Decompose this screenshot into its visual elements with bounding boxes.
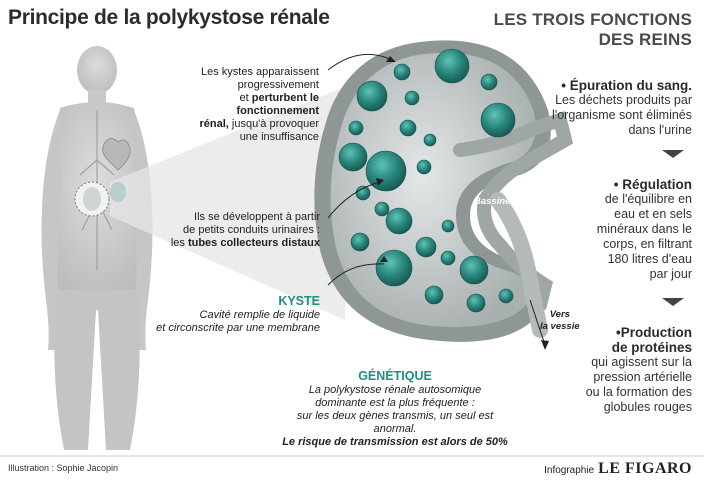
tubes-line-3-bold: tubes collecteurs distaux (187, 237, 320, 249)
function-regulation-line-2: eau et en sels (614, 207, 692, 221)
zoom-cone (110, 85, 350, 320)
cysts-annotation: Les kystes apparaissent progressivement … (175, 66, 319, 144)
function-epuration-line-2: l'organisme sont éliminés (552, 108, 692, 122)
function-production-line-3: ou la formation des (585, 385, 692, 399)
cysts-line-3: et perturbent le fonctionnement (175, 92, 320, 118)
cysts-line-3-plain: et (239, 92, 252, 104)
illustration-credit: Illustration : Sophie Jacopin (8, 463, 119, 473)
function-epuration: • Épuration du sang. Les déchets produit… (522, 78, 692, 138)
cysts-line-4-bold: rénal, (199, 118, 229, 130)
function-regulation-title: • Régulation (613, 177, 692, 192)
genetique-risk: Le risque de transmission est alors de 5… (282, 436, 508, 448)
function-production-line-4: globules rouges (603, 400, 692, 414)
cysts-line-2: progressivement (237, 79, 319, 91)
function-regulation-line-6: par jour (649, 267, 692, 281)
tubes-line-2: de petits conduits urinaires : (183, 224, 320, 236)
kyste-annotation: KYSTE Cavité remplie de liquide et circo… (140, 294, 320, 335)
kyste-line-1: Cavité remplie de liquide (199, 309, 320, 321)
arrow-down-icon (662, 150, 684, 158)
tubes-line-3-plain: les (170, 237, 188, 249)
function-production: •Production de protéines qui agissent su… (542, 325, 692, 415)
function-regulation-line-1: de l'équilibre en (604, 192, 692, 206)
genetique-title: GÉNÉTIQUE (358, 369, 432, 383)
function-production-line-1: qui agissent sur la (591, 355, 692, 369)
arrow-down-icon (662, 298, 684, 306)
genetique-line-3: sur les deux gènes transmis, un seul est… (296, 410, 494, 435)
functions-header-line-2: DES REINS (598, 30, 692, 49)
kidney-diagram (314, 40, 574, 350)
human-figure (41, 46, 153, 450)
functions-header: LES TROIS FONCTIONS DES REINS (494, 10, 692, 50)
functions-header-line-1: LES TROIS FONCTIONS (493, 10, 692, 29)
function-epuration-line-1: Les déchets produits par (555, 93, 692, 107)
brand-prefix: Infographie (544, 465, 595, 476)
cysts-line-4: rénal, jusqu'à provoquer (175, 118, 319, 131)
label-bassinet: Bassinet (474, 196, 514, 207)
function-regulation: • Régulation de l'équilibre en eau et en… (542, 177, 692, 282)
brand-logo: LE FIGARO (598, 460, 692, 477)
kyste-title: KYSTE (278, 294, 320, 308)
leader-lines (327, 53, 393, 286)
label-vessie: Vers la vessie (540, 309, 580, 333)
page-title: Principe de la polykystose rénale (8, 6, 330, 29)
cysts-line-4-plain: jusqu'à provoquer (228, 118, 319, 130)
function-epuration-title: • Épuration du sang. (561, 78, 692, 93)
function-regulation-line-3: minéraux dans le (596, 222, 692, 236)
cysts-line-5: une insuffisance (239, 131, 319, 143)
function-epuration-line-3: dans l'urine (628, 123, 692, 137)
kyste-line-2: et circonscrite par une membrane (156, 322, 320, 334)
function-production-line-2: pression artérielle (593, 370, 692, 384)
function-production-title-2: de protéines (611, 340, 692, 355)
function-production-title-1: •Production (616, 325, 692, 340)
genetique-block: GÉNÉTIQUE La polykystose rénale autosomi… (280, 369, 510, 449)
label-vers: Vers (549, 309, 570, 320)
tubes-line-3: les tubes collecteurs distaux (160, 237, 320, 250)
function-regulation-line-5: 180 litres d'eau (607, 252, 692, 266)
tubes-annotation: Ils se développent à partir de petits co… (160, 211, 320, 250)
genetique-line-1: La polykystose rénale autosomique (308, 384, 482, 396)
genetique-line-2: dominante est la plus fréquente : (315, 397, 475, 409)
cysts-line-3-bold: perturbent le fonctionnement (236, 92, 320, 117)
label-la-vessie: la vessie (540, 321, 580, 332)
cysts-line-1: Les kystes apparaissent (200, 66, 319, 78)
tubes-line-1: Ils se développent à partir (194, 211, 320, 223)
function-regulation-line-4: corps, en filtrant (603, 237, 692, 251)
